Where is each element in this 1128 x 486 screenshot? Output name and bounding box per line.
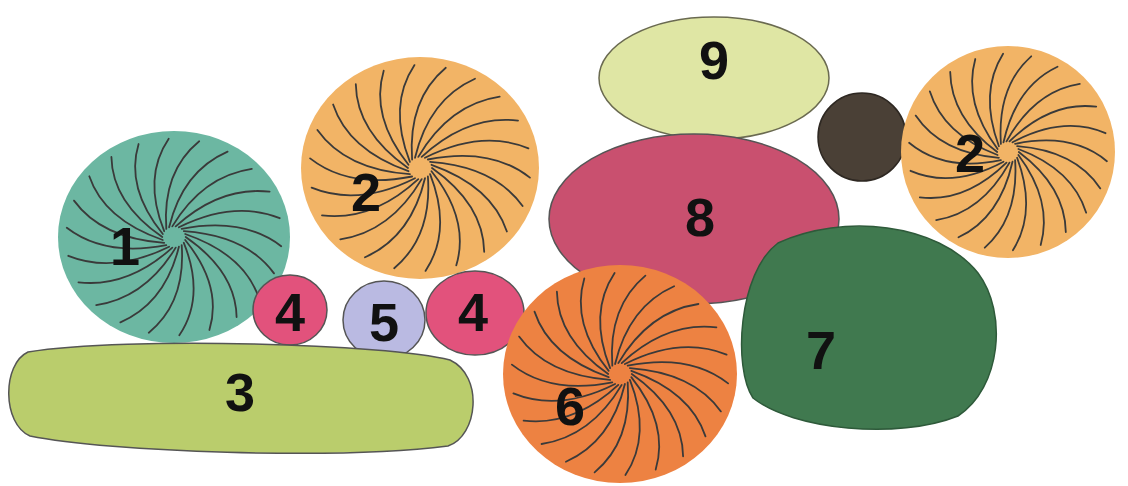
plant-shape	[300, 56, 540, 280]
leaf-stroke	[176, 191, 270, 226]
leaf-stroke	[1013, 126, 1106, 142]
leaf-stroke	[182, 225, 282, 246]
plant-9: 9	[598, 16, 830, 140]
leaf-stroke	[430, 162, 522, 206]
dark-shrub	[818, 93, 906, 181]
plant-2: 2	[300, 56, 540, 280]
callout-number: 9	[699, 33, 729, 87]
callout-number: 7	[806, 323, 836, 377]
leaf-stroke	[612, 276, 646, 366]
leaf-stroke	[535, 312, 609, 378]
callout-number: 2	[955, 126, 985, 180]
leaf-stroke	[615, 286, 674, 364]
callout-number: 3	[225, 365, 255, 419]
leaf-stroke	[631, 371, 705, 437]
leaf-stroke	[628, 362, 728, 383]
callout-number: 1	[110, 219, 140, 273]
plant-outline	[599, 17, 829, 139]
leaf-stroke	[428, 156, 530, 178]
leaf-stroke	[618, 304, 698, 363]
callout-number: 8	[685, 190, 715, 244]
leaf-stroke	[179, 211, 280, 227]
plant-6: 6	[502, 264, 738, 484]
plant-4: 4	[252, 274, 328, 346]
leaf-stroke	[425, 141, 528, 158]
plant-outline	[301, 57, 539, 279]
leaf-stroke	[415, 79, 475, 158]
leaf-stroke	[1004, 67, 1058, 143]
leaf-stroke	[149, 245, 182, 333]
plant-3: 3	[8, 338, 473, 458]
leaf-stroke	[1015, 140, 1107, 161]
plant-outline	[742, 226, 997, 429]
plant-shape	[900, 45, 1116, 259]
leaf-stroke	[985, 160, 1016, 248]
leaf-stroke	[1017, 146, 1100, 188]
leaf-stroke	[1018, 149, 1086, 213]
callout-number: 4	[458, 285, 488, 339]
leaf-stroke	[1001, 56, 1032, 144]
leaf-stroke	[1010, 106, 1097, 141]
leaf-stroke	[412, 68, 446, 160]
callout-number: 5	[369, 295, 399, 349]
plant-outline	[503, 265, 737, 483]
plant-outline	[9, 343, 473, 453]
leaf-stroke	[333, 105, 408, 172]
leaf-stroke	[166, 141, 199, 229]
plant-shape	[733, 218, 1003, 433]
leaf-stroke	[394, 177, 428, 269]
plant-shape	[502, 264, 738, 484]
leaf-stroke	[630, 368, 721, 411]
callout-number: 2	[351, 165, 381, 219]
leaf-stroke	[185, 234, 259, 298]
plant-2: 2	[900, 45, 1116, 259]
leaf-stroke	[172, 169, 252, 227]
leaf-stroke	[595, 382, 629, 472]
plant-7: 7	[733, 218, 1003, 433]
plant-outline	[253, 275, 327, 345]
leaf-stroke	[418, 97, 499, 157]
leaf-stroke	[422, 120, 518, 157]
leaf-stroke	[622, 327, 717, 363]
plant-outline	[901, 46, 1115, 258]
plant-outline	[343, 281, 425, 359]
leaf-stroke	[432, 165, 507, 232]
leaf-stroke	[519, 337, 610, 380]
callout-number: 6	[555, 379, 585, 433]
leaf-stroke	[625, 347, 727, 364]
callout-number: 4	[275, 285, 305, 339]
leaf-stroke	[169, 152, 228, 228]
leaf-stroke	[184, 231, 274, 273]
leaf-stroke	[1007, 84, 1080, 141]
